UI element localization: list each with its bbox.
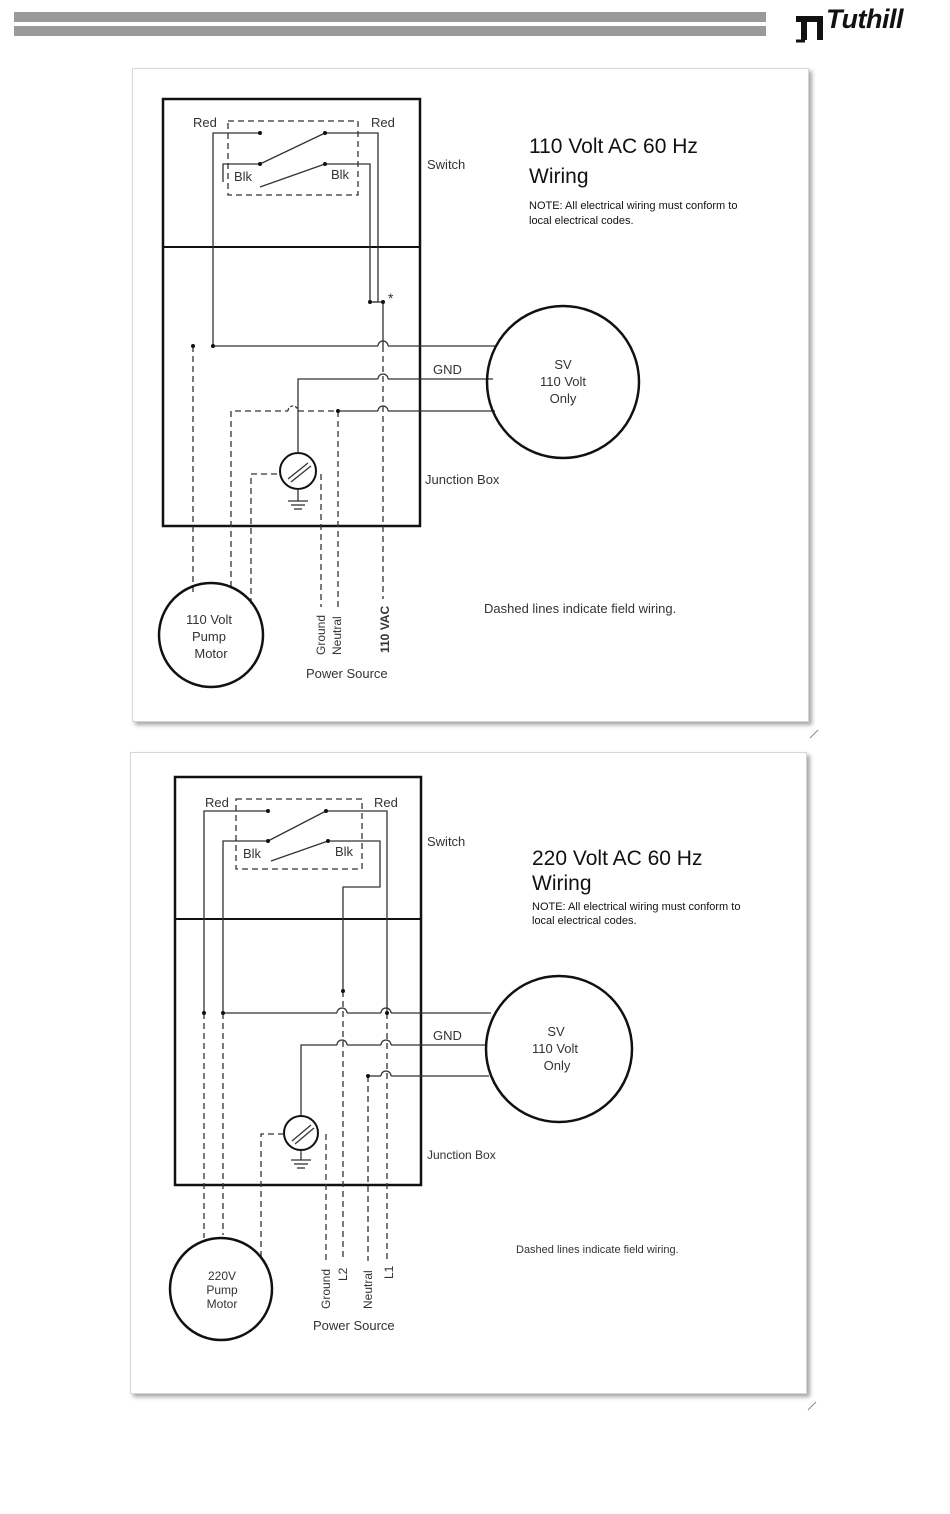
wire-gnd xyxy=(300,1044,337,1115)
lead-l1-label: L1 xyxy=(382,1265,396,1279)
lead-neutral-label: Neutral xyxy=(361,1270,375,1309)
note-line1: NOTE: All electrical wiring must conform… xyxy=(529,200,737,212)
blk-right-label: Blk xyxy=(331,167,350,182)
note-line2: local electrical codes. xyxy=(529,215,634,227)
blk-left-label: Blk xyxy=(234,169,253,184)
note-line1: NOTE: All electrical wiring must conform… xyxy=(532,901,740,913)
wire-red-left xyxy=(203,810,268,1013)
motor-label-3: Motor xyxy=(207,1297,238,1311)
corner-mark-icon xyxy=(809,729,819,739)
wiring-diagram-110v: Red Red Blk Blk * Switch 110 Volt AC 60 … xyxy=(132,68,809,722)
switch-dashed-box xyxy=(235,798,363,870)
red-left-label: Red xyxy=(205,795,229,810)
switch-label: Switch xyxy=(427,157,465,172)
wire-blk-left xyxy=(222,163,260,182)
wire-motor-2 xyxy=(230,410,288,587)
sv-label-2: 110 Volt xyxy=(540,374,586,389)
motor-label-1: 220V xyxy=(208,1269,236,1283)
title-line2: Wiring xyxy=(532,872,592,895)
enclosure-box xyxy=(173,775,423,1187)
sv-solenoid-valve xyxy=(485,304,641,460)
sv-label-3: Only xyxy=(550,391,577,406)
power-source-label: Power Source xyxy=(313,1318,395,1333)
tuthill-logo-icon xyxy=(796,16,823,43)
switch-blade xyxy=(259,163,326,188)
switch-dashed-box xyxy=(227,120,359,196)
motor-label-1: 110 Volt xyxy=(186,612,232,627)
sv-label-2: 110 Volt xyxy=(532,1041,578,1056)
wire-blk-left xyxy=(222,840,268,1013)
wire-red-left xyxy=(212,132,260,346)
wire-gnd xyxy=(297,378,378,451)
wire-blk-right xyxy=(328,840,381,991)
asterisk-label: * xyxy=(388,290,394,306)
sv-solenoid-valve xyxy=(484,974,634,1124)
note-line2: local electrical codes. xyxy=(532,915,637,927)
lead-vac-label: 110 VAC xyxy=(378,606,392,653)
logo-text: Tuthill xyxy=(826,4,904,34)
wire-motor-3 xyxy=(250,473,280,604)
sv-label-1: SV xyxy=(547,1024,565,1039)
motor-label-3: Motor xyxy=(194,646,228,661)
switch-blade xyxy=(267,810,327,842)
red-right-label: Red xyxy=(374,795,398,810)
pump-motor xyxy=(157,581,265,689)
wire-blk-right xyxy=(325,163,371,182)
enclosure-box xyxy=(161,97,422,528)
sv-label-3: Only xyxy=(544,1058,571,1073)
header-bar-top xyxy=(14,12,766,22)
lead-ground-label: Ground xyxy=(314,615,328,655)
wire-switch-out xyxy=(369,182,384,346)
wire-motor-3 xyxy=(260,1133,284,1257)
motor-label-2: Pump xyxy=(206,1283,238,1297)
dashed-note: Dashed lines indicate field wiring. xyxy=(516,1244,679,1256)
title-line1: 220 Volt AC 60 Hz xyxy=(532,847,702,870)
wiring-diagram-220v-svg: Red Red Blk Blk Switch 220 Volt AC 60 Hz… xyxy=(168,775,740,1342)
pump-motor xyxy=(168,1236,274,1342)
gnd-label: GND xyxy=(433,1028,462,1043)
red-right-label: Red xyxy=(371,115,395,130)
gnd-label: GND xyxy=(433,362,462,377)
red-left-label: Red xyxy=(193,115,217,130)
lead-neutral-label: Neutral xyxy=(330,616,344,655)
dashed-note: Dashed lines indicate field wiring. xyxy=(484,601,676,616)
corner-mark-icon xyxy=(807,1401,817,1411)
switch-blade xyxy=(259,132,326,165)
lead-l2-label: L2 xyxy=(336,1267,350,1281)
blk-left-label: Blk xyxy=(243,846,262,861)
sv-label-1: SV xyxy=(554,357,572,372)
motor-label-2: Pump xyxy=(192,629,226,644)
power-source-label: Power Source xyxy=(306,666,388,681)
wiring-diagram-110v-svg: Red Red Blk Blk * Switch 110 Volt AC 60 … xyxy=(157,97,737,689)
switch-blade xyxy=(270,840,329,862)
title-line2: Wiring xyxy=(529,165,589,188)
lead-ground-label: Ground xyxy=(319,1269,333,1309)
title-line1: 110 Volt AC 60 Hz xyxy=(529,135,698,158)
junction-box-label: Junction Box xyxy=(425,472,500,487)
wire-red-right xyxy=(326,810,388,1013)
switch-label: Switch xyxy=(427,834,465,849)
blk-right-label: Blk xyxy=(335,844,354,859)
junction-box-label: Junction Box xyxy=(427,1148,496,1162)
header-bar-bottom xyxy=(14,26,766,36)
wiring-diagram-220v: Red Red Blk Blk Switch 220 Volt AC 60 Hz… xyxy=(130,752,807,1394)
